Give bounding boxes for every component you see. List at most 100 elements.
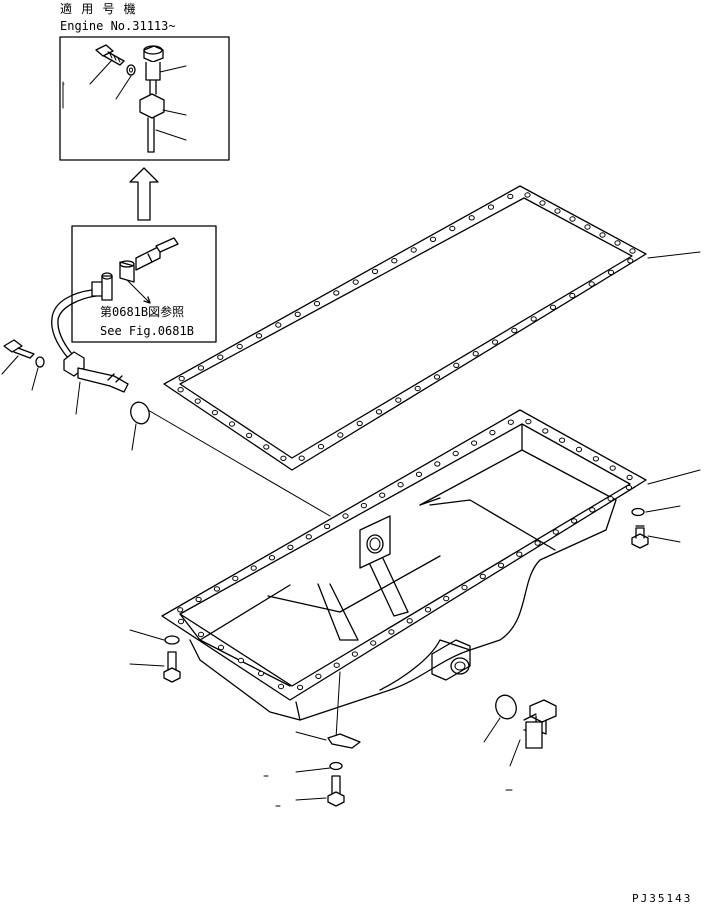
bolt-hole bbox=[614, 240, 621, 246]
bolt-hole bbox=[575, 446, 583, 453]
bolt-hole bbox=[530, 316, 537, 322]
reference-figure-en: See Fig.0681B bbox=[100, 324, 194, 338]
bolt-hole bbox=[268, 555, 276, 561]
bolt-hole bbox=[236, 343, 243, 350]
bolt-hole bbox=[257, 670, 265, 677]
applicability-engine-range: Engine No.31113~ bbox=[60, 19, 176, 33]
bolt-hole bbox=[217, 354, 224, 360]
bolt-hole bbox=[468, 215, 475, 221]
clip-icon bbox=[327, 733, 361, 749]
bolt-hole bbox=[177, 618, 185, 625]
bolt-icon-right bbox=[631, 525, 649, 549]
bolt-hole bbox=[424, 607, 432, 613]
bolt-hole bbox=[287, 544, 294, 550]
bolt-hole bbox=[275, 322, 282, 328]
washer-icon-right bbox=[631, 507, 645, 517]
washer-icon-bottom bbox=[329, 761, 343, 771]
bolt-hole bbox=[569, 216, 576, 222]
bolt-hole bbox=[217, 644, 225, 651]
seal-ring-icon bbox=[130, 401, 150, 425]
bolt-hole bbox=[542, 428, 549, 434]
connector-icon bbox=[91, 237, 179, 301]
bolt-hole bbox=[443, 595, 450, 602]
bolt-hole bbox=[337, 432, 344, 438]
bolt-hole bbox=[397, 482, 404, 488]
bolt-hole bbox=[194, 398, 201, 404]
bolt-hole bbox=[472, 351, 479, 357]
bolt-hole bbox=[297, 684, 304, 691]
bolt-icon-left bbox=[163, 651, 181, 683]
bolt-hole bbox=[429, 236, 437, 243]
bolt-hole bbox=[491, 339, 499, 345]
bolt-hole bbox=[211, 409, 218, 416]
washer-icon-left bbox=[164, 635, 180, 645]
oil-pan-gasket bbox=[163, 185, 647, 471]
applicability-title: 適 用 号 機 bbox=[60, 1, 137, 16]
bolt-hole bbox=[324, 523, 331, 530]
bolt-hole bbox=[539, 200, 546, 206]
bolt-hole bbox=[195, 596, 202, 603]
bolt-hole bbox=[178, 375, 185, 382]
bolt-hole bbox=[592, 456, 600, 462]
bolt-hole bbox=[294, 311, 301, 317]
figure-code: PJ35143 bbox=[632, 892, 692, 905]
bolt-hole bbox=[391, 258, 398, 264]
dipstick-tube-assembly bbox=[51, 289, 129, 393]
bolt-hole bbox=[433, 374, 441, 380]
bolt-hole bbox=[333, 290, 340, 296]
bolt-hole bbox=[305, 534, 312, 540]
bolt-hole bbox=[250, 565, 257, 571]
bolt-hole bbox=[629, 248, 636, 254]
inset-box-new-version bbox=[59, 36, 230, 161]
bolt-hole bbox=[177, 387, 184, 393]
bolt-hole bbox=[406, 618, 413, 624]
bolt-hole bbox=[197, 365, 205, 371]
bolt-hole bbox=[626, 474, 633, 481]
bolt-hole bbox=[471, 440, 478, 446]
bolt-hole bbox=[177, 607, 184, 613]
drain-plug-icon bbox=[523, 699, 557, 749]
bolt-hole bbox=[370, 640, 377, 646]
bolt-hole bbox=[524, 192, 531, 198]
bolt-hole bbox=[554, 208, 561, 214]
bolt-hole bbox=[395, 397, 402, 403]
bolt-hole bbox=[511, 327, 518, 334]
bolt-hole bbox=[342, 513, 349, 519]
bolt-hole bbox=[584, 224, 591, 230]
bolt-hole bbox=[552, 529, 559, 535]
bolt-hole bbox=[609, 465, 616, 471]
bolt-hole bbox=[356, 420, 363, 427]
bolt-hole bbox=[197, 631, 205, 638]
bolt-hole bbox=[525, 418, 532, 425]
inset-box-reference: 第0681B図参照 See Fig.0681B bbox=[71, 225, 217, 343]
bolt-hole bbox=[414, 385, 421, 392]
bolt-hole bbox=[371, 268, 379, 275]
bolt-hole bbox=[453, 362, 460, 368]
bolt-hole bbox=[559, 437, 566, 443]
bolt-hole bbox=[277, 683, 285, 690]
bolt-hole bbox=[375, 409, 383, 415]
supersession-arrow bbox=[129, 167, 159, 221]
bolt-hole bbox=[237, 657, 245, 664]
bolt-hole bbox=[516, 551, 523, 557]
bolt-hole bbox=[298, 455, 305, 461]
oil-pan bbox=[161, 409, 647, 721]
bolt-hole bbox=[588, 281, 595, 287]
bolt-hole bbox=[379, 492, 386, 498]
bolt-hole bbox=[461, 584, 468, 591]
bolt-hole bbox=[571, 518, 578, 524]
bolt-hole bbox=[232, 575, 239, 582]
bolt-hole bbox=[489, 429, 496, 436]
bolt-hole bbox=[599, 232, 606, 238]
dipstick-guide-icon bbox=[139, 45, 165, 153]
bolt-hole bbox=[625, 484, 633, 491]
bolt-hole bbox=[549, 304, 557, 310]
bolt-hole bbox=[487, 204, 495, 210]
bolt-hole bbox=[280, 455, 287, 461]
bolt-hole bbox=[410, 247, 417, 253]
bolt-hole bbox=[352, 279, 359, 285]
bolt-hole bbox=[228, 421, 236, 427]
bolt-hole bbox=[607, 496, 614, 502]
